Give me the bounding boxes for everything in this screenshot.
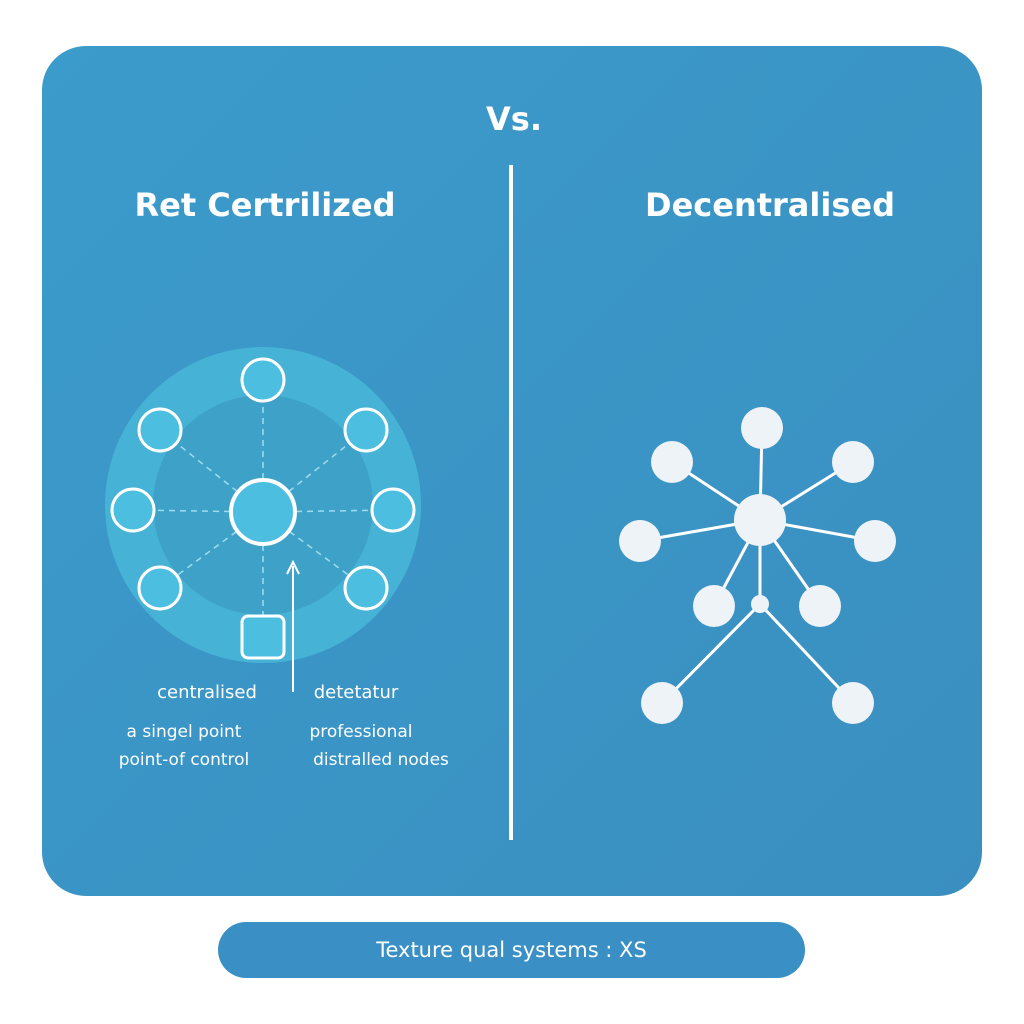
desc-a-1: a singel point xyxy=(126,722,242,742)
node xyxy=(832,682,874,724)
desc-b-1: professional xyxy=(309,722,413,742)
node xyxy=(641,682,683,724)
footer-pill: Texture qual systems : XS xyxy=(218,922,805,978)
divider xyxy=(509,165,513,840)
node xyxy=(110,487,156,533)
node xyxy=(693,585,735,627)
node xyxy=(370,487,416,533)
footer-text: Texture qual systems : XS xyxy=(376,938,647,962)
desc-b-2: distralled nodes xyxy=(313,750,449,770)
small-node xyxy=(751,595,769,613)
central-node xyxy=(229,478,297,546)
node xyxy=(619,520,661,562)
hub-node xyxy=(734,494,786,546)
desc-a-2: point-of control xyxy=(118,750,250,770)
node xyxy=(343,565,389,611)
node xyxy=(137,407,183,453)
square-node xyxy=(240,614,286,660)
arrow-head-icon xyxy=(286,559,300,575)
node xyxy=(240,357,286,403)
centralized-diagram xyxy=(105,347,421,692)
label-centralised: centralised xyxy=(157,682,257,703)
node xyxy=(832,441,874,483)
decentralized-diagram xyxy=(619,407,896,724)
node xyxy=(343,407,389,453)
node xyxy=(651,441,693,483)
node xyxy=(799,585,841,627)
node xyxy=(741,407,783,449)
right-title: Decentralised xyxy=(645,186,895,224)
label-detetatur: detetatur xyxy=(313,682,399,703)
left-title: Ret Certrilized xyxy=(134,186,396,224)
node xyxy=(137,565,183,611)
vs-label: Vs. xyxy=(486,100,542,138)
node xyxy=(854,520,896,562)
